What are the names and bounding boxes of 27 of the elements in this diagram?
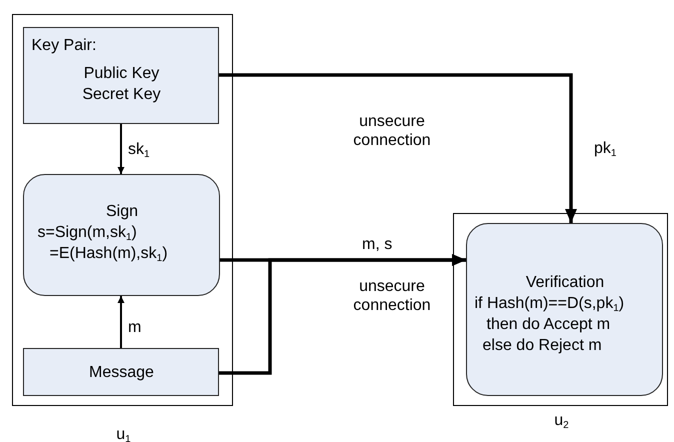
arrow bbox=[219, 254, 466, 375]
process-box bbox=[466, 222, 662, 396]
connection-note: unsecure connection bbox=[352, 277, 432, 315]
box-text: s=Sign(m,sk$_{1}$) bbox=[38, 222, 137, 242]
box-heading: Verification bbox=[524, 272, 606, 292]
edge-label: m bbox=[128, 318, 142, 337]
box-text: if Hash(m)==D(s,pk$_{1}$) bbox=[474, 294, 624, 312]
arrow bbox=[118, 296, 124, 348]
data-box bbox=[22, 348, 218, 396]
box-heading: Message bbox=[88, 362, 155, 382]
box-text: else do Reject m bbox=[482, 336, 602, 354]
process-box bbox=[22, 174, 220, 296]
data-box bbox=[22, 26, 218, 124]
box-text: Secret Key bbox=[81, 84, 162, 104]
edge-label: m, s bbox=[362, 235, 392, 254]
connection-note: unsecure connection bbox=[352, 112, 432, 150]
box-heading: Key Pair: bbox=[32, 36, 96, 54]
box-text: then do Accept m bbox=[486, 314, 610, 334]
box-text: =E(Hash(m),sk$_{1}$) bbox=[50, 244, 168, 262]
box-heading: Sign bbox=[104, 202, 140, 220]
arrow bbox=[118, 124, 124, 174]
user-label: u$_{2}$ bbox=[553, 411, 570, 430]
box-text: Public Key bbox=[82, 64, 160, 82]
user-label: u$_{1}$ bbox=[115, 425, 132, 442]
edge-label: pk$_{1}$ bbox=[594, 139, 616, 158]
edge-label: sk$_{1}$ bbox=[128, 140, 150, 159]
arrow bbox=[219, 73, 577, 223]
